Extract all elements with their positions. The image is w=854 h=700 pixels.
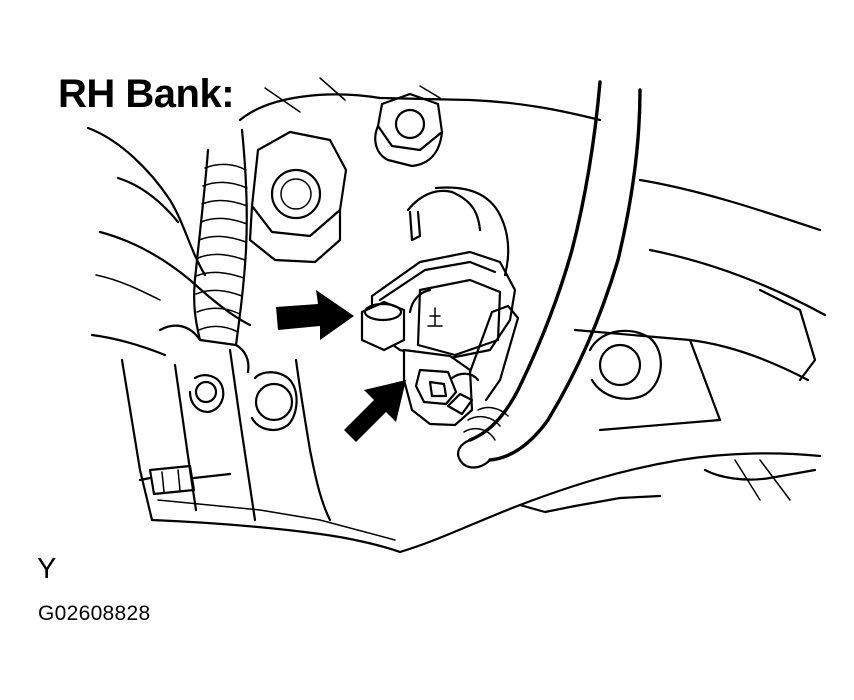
sensor-bracket: [406, 186, 510, 277]
wire-harness: [158, 128, 250, 374]
right-bracket: [573, 178, 827, 432]
lower-arrow: [344, 380, 406, 442]
view-letter: Y: [37, 553, 57, 585]
upper-arrow: [276, 290, 354, 340]
engine-block-outline: [86, 77, 822, 554]
coolant-hose: [456, 80, 642, 469]
bank-title: RH Bank:: [58, 72, 235, 116]
sensor-connector: [402, 304, 520, 427]
harness-clamp: [138, 464, 232, 496]
upper-bolts: [188, 92, 444, 431]
sensor-body: [360, 250, 517, 362]
figure-code: G02608828: [38, 602, 151, 625]
